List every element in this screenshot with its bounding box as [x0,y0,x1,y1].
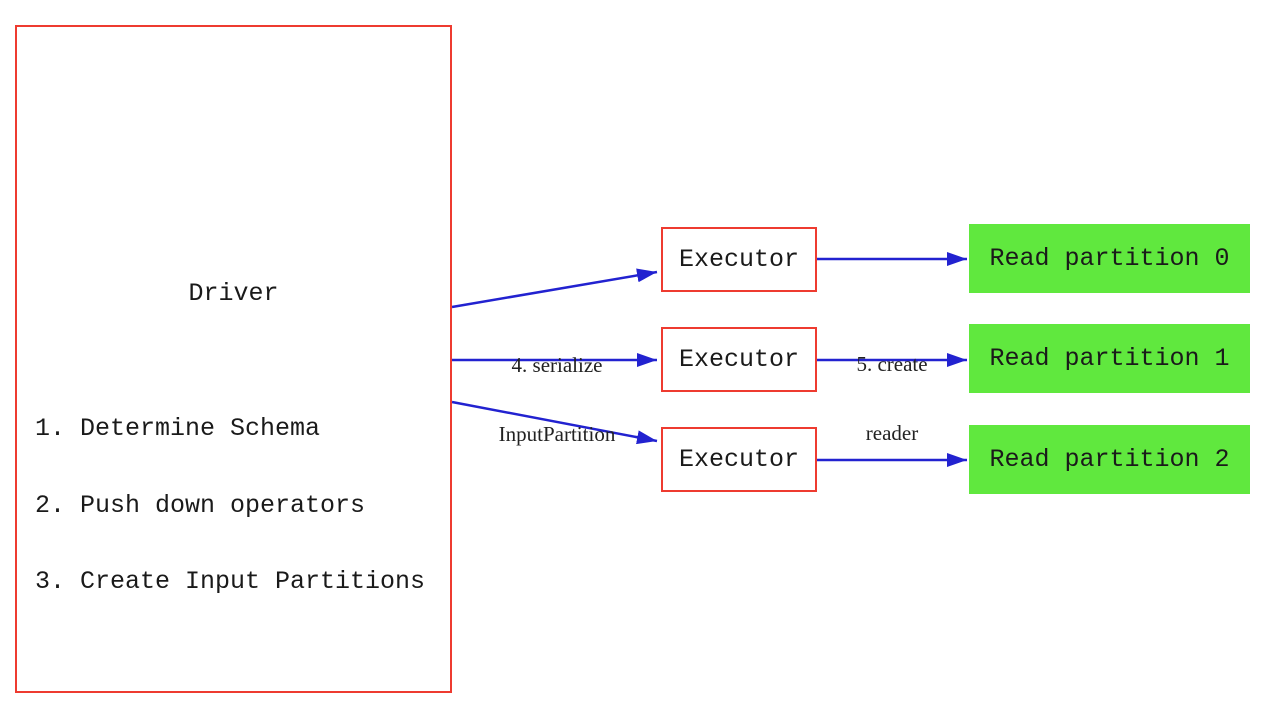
executor-node-1: Executor [661,227,817,292]
edge-label-line: 4. serialize [511,353,603,377]
executor-label: Executor [678,245,800,274]
edge-label-line: InputPartition [498,422,616,446]
executor-label: Executor [678,345,800,374]
arrow-driver-to-executor-1 [451,268,658,309]
driver-step-1: 1. Determine Schema [35,414,321,443]
read-partition-label: Read partition 0 [989,244,1230,273]
read-partition-label: Read partition 2 [989,445,1230,474]
executor-label: Executor [678,445,800,474]
edge-label-serialize-inputpartition: 4. serialize InputPartition [457,308,657,492]
driver-node: Driver 1. Determine Schema 2. Push down … [15,25,452,693]
executor-node-3: Executor [661,427,817,492]
edge-label-line: reader [865,421,919,445]
arrow-driver-to-executor-3 [451,400,658,445]
read-partition-label: Read partition 1 [989,344,1230,373]
read-partition-node-2: Read partition 2 [969,425,1250,494]
driver-title: Driver [188,279,279,308]
edge-label-create-reader: 5. create reader [802,307,982,491]
executor-node-2: Executor [661,327,817,392]
driver-step-2: 2. Push down operators [35,490,366,520]
read-partition-node-1: Read partition 1 [969,324,1250,393]
read-partition-node-0: Read partition 0 [969,224,1250,293]
driver-steps-list: 1. Determine Schema 2. Push down operato… [35,365,425,646]
edge-label-line: 5. create [856,352,928,376]
driver-step-3: 3. Create Input Partitions [35,567,426,596]
